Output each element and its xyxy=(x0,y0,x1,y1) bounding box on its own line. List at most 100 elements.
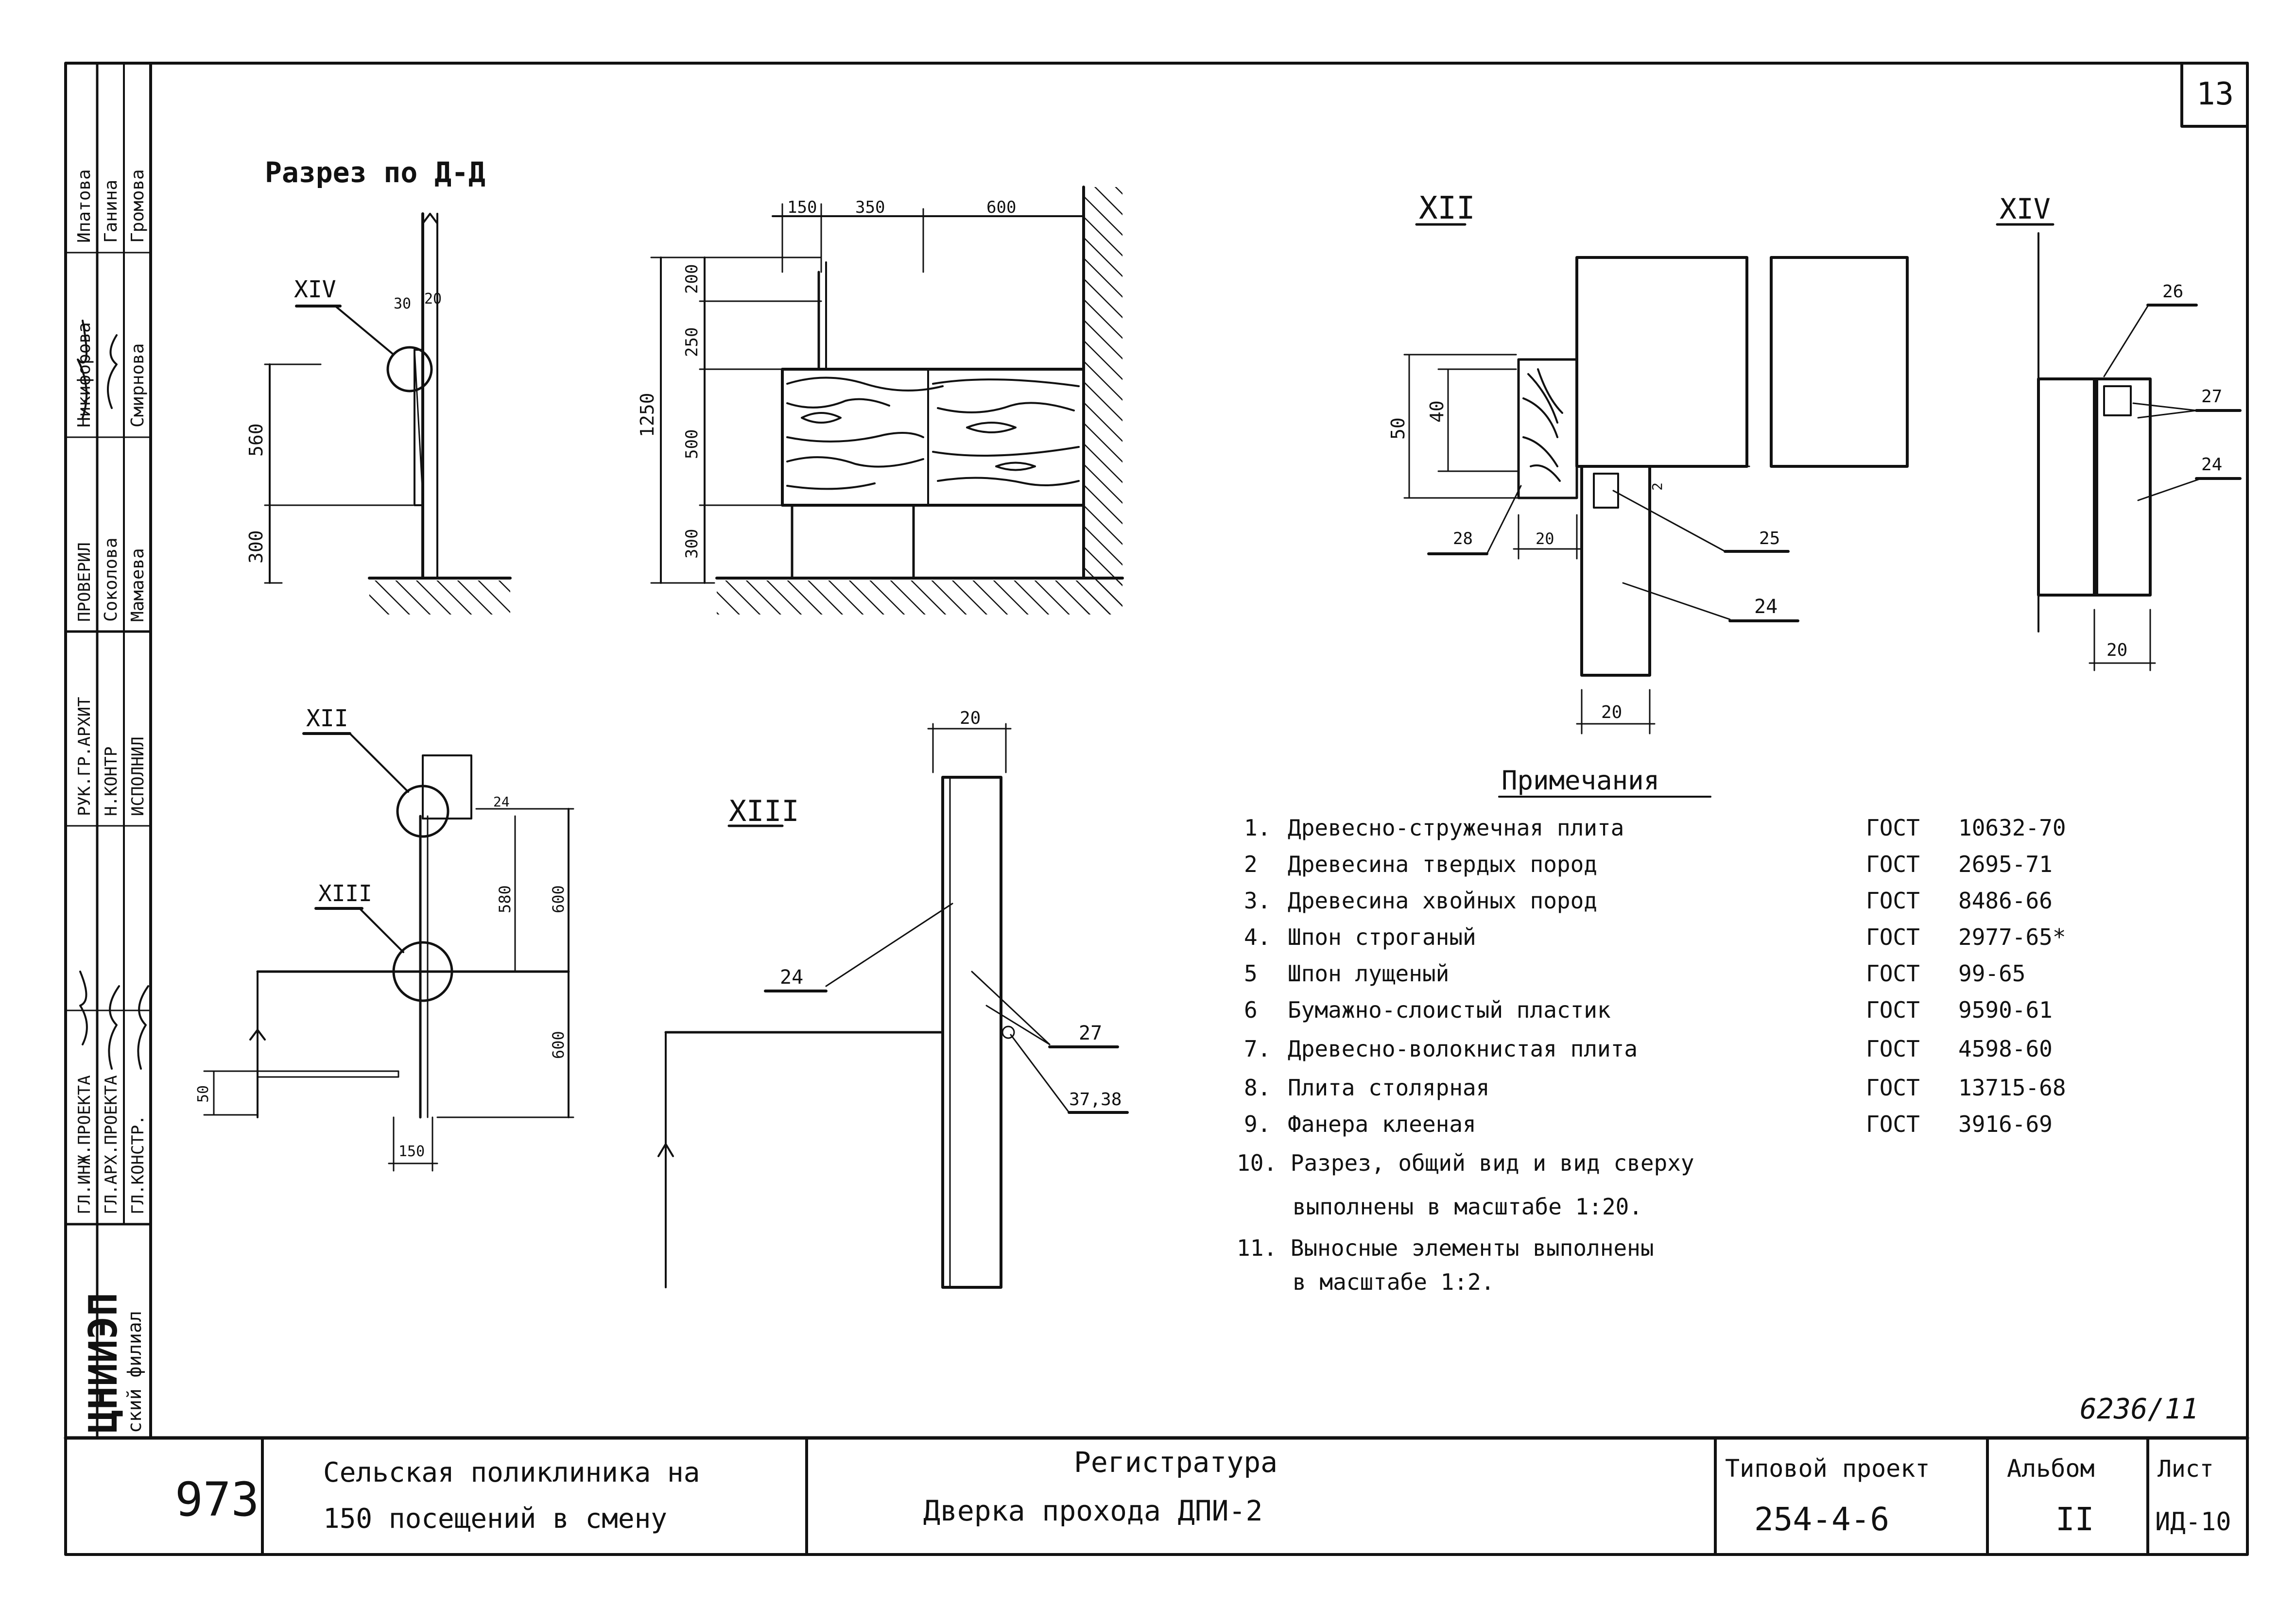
xiii-label-24: 24 xyxy=(780,966,803,989)
xii-dim-20b: 20 xyxy=(1601,702,1622,722)
dd-dim-300: 300 xyxy=(245,530,267,564)
plan-dim-580: 580 xyxy=(496,885,514,913)
note-std: ГОСТ xyxy=(1866,1111,1920,1137)
note-10-line2: выполнены в масштабе 1:20. xyxy=(1293,1194,1642,1220)
note-std: ГОСТ xyxy=(1866,815,1920,841)
project-name-line2: 150 посещений в смену xyxy=(323,1503,667,1535)
type-project-label: Типовой проект xyxy=(1725,1454,1930,1483)
note-num: 7. xyxy=(1244,1036,1271,1062)
project-name-line1: Сельская поликлиника на xyxy=(323,1457,700,1488)
note-std: ГОСТ xyxy=(1866,1036,1920,1062)
elev-dim-250: 250 xyxy=(682,327,702,357)
wood-grain xyxy=(786,376,1080,490)
note-num: 6 xyxy=(1244,997,1258,1023)
title-block: 973 Сельская поликлиника на 150 посещени… xyxy=(175,1446,2231,1538)
xiii-label-27: 27 xyxy=(1079,1022,1102,1044)
xiii-label-3738: 37,38 xyxy=(1069,1090,1122,1110)
elev-dim-600: 600 xyxy=(986,198,1016,217)
note-std: ГОСТ xyxy=(1866,888,1920,914)
elevation-view: 150 350 600 1250 200 250 500 300 xyxy=(637,186,1124,615)
note-std: ГОСТ xyxy=(1866,851,1920,877)
xiv-dim-20: 20 xyxy=(2106,640,2127,660)
stamp-role-6: ИСПОЛНИЛ xyxy=(128,736,148,816)
plan-dim-50: 50 xyxy=(195,1085,212,1103)
stamp-name-7: Громова xyxy=(128,169,148,243)
note-std: ГОСТ xyxy=(1866,960,1920,987)
xiv-label-27: 27 xyxy=(2201,387,2222,407)
view-xii-title: XII xyxy=(1419,190,1475,226)
plan-dim-600a: 600 xyxy=(549,885,568,913)
note-code: 2977-65* xyxy=(1958,924,2066,950)
note-std: ГОСТ xyxy=(1866,1075,1920,1101)
drawing-name-line2: Дверка прохода ДПИ-2 xyxy=(923,1494,1262,1527)
note-num: 4. xyxy=(1244,924,1271,950)
notes-title: Примечания xyxy=(1502,765,1659,796)
stamp-role-1: ГЛ.ИНЖ.ПРОЕКТА xyxy=(75,1075,94,1214)
note-num: 8. xyxy=(1244,1075,1271,1101)
note-num: 1. xyxy=(1244,815,1271,841)
note-text: Бумажно-слоистый пластик xyxy=(1288,997,1611,1023)
view-xiv-title: XIV xyxy=(2000,192,2051,225)
elev-dim-200: 200 xyxy=(682,264,702,294)
plan-dim-24: 24 xyxy=(493,794,510,810)
note-11-line1: 11. Выносные элементы выполнены xyxy=(1237,1235,1654,1261)
note-text: Древесно-волокнистая плита xyxy=(1288,1036,1638,1062)
detail-xii: XII 50 40 28 20 25 2 24 xyxy=(1387,190,1909,735)
xii-label-24: 24 xyxy=(1754,596,1778,618)
xiv-label-26: 26 xyxy=(2162,282,2183,302)
elev-dim-350: 350 xyxy=(855,198,885,217)
stamp-name-6: Смирнова xyxy=(128,343,148,427)
elev-dim-500: 500 xyxy=(682,429,702,459)
dd-dim-30: 30 xyxy=(394,295,411,312)
elev-dim-1250: 1250 xyxy=(637,393,658,437)
sheet-label: Лист xyxy=(2158,1455,2214,1483)
type-project-value: 254-4-6 xyxy=(1754,1501,1889,1538)
stamp-role-3: ГЛ.КОНСТР. xyxy=(128,1115,148,1214)
note-text: Древесина хвойных пород xyxy=(1288,888,1597,914)
xii-label-28: 28 xyxy=(1453,529,1473,548)
note-num: 5 xyxy=(1244,960,1258,987)
dd-dim-20: 20 xyxy=(424,290,442,308)
note-std: ГОСТ xyxy=(1866,997,1920,1023)
sheet-frame xyxy=(64,62,2249,1556)
note-code: 8486-66 xyxy=(1958,888,2053,914)
plan-view: XII XIII 24 580 600 600 150 50 xyxy=(195,705,574,1172)
xii-dim-20a: 20 xyxy=(1536,530,1554,548)
stamp-name-2: Ганина xyxy=(101,180,121,243)
sheet-value: ИД-10 xyxy=(2155,1507,2231,1537)
sheet-reference: 6236/11 xyxy=(2080,1392,2198,1425)
page-number: 13 xyxy=(2196,76,2234,112)
elev-dim-150: 150 xyxy=(787,198,817,217)
note-11-line2: в масштабе 1:2. xyxy=(1293,1269,1494,1295)
xiii-dim-20: 20 xyxy=(960,708,981,728)
elev-dim-300: 300 xyxy=(682,529,702,559)
note-code: 2695-71 xyxy=(1958,851,2053,877)
note-text: Плита столярная xyxy=(1288,1075,1489,1101)
xiv-label-24: 24 xyxy=(2201,455,2222,475)
dd-dim-560: 560 xyxy=(245,423,267,457)
title-number: 973 xyxy=(175,1472,259,1527)
stamp-role-7: ПРОВЕРИЛ xyxy=(75,542,94,622)
section-dd-view: Разрез по Д-Д XIV 30 20 560 300 xyxy=(245,156,512,615)
detail-xiv: XIV 26 27 24 20 xyxy=(1996,192,2242,671)
side-stamp: ЦНИИЭП ский филиал ГЛ.ИНЖ.ПРОЕКТА ГЛ.АРХ… xyxy=(64,62,152,1439)
callout-xiv-label: XIV xyxy=(294,276,336,303)
note-code: 3916-69 xyxy=(1958,1111,2053,1137)
stamp-name-4: Соколова xyxy=(101,538,121,622)
note-code: 99-65 xyxy=(1958,960,2025,987)
plan-dim-150: 150 xyxy=(398,1143,425,1160)
album-value: II xyxy=(2055,1501,2094,1538)
xii-dim-40: 40 xyxy=(1426,400,1448,423)
note-text: Древесно-стружечная плита xyxy=(1288,815,1624,841)
note-num: 9. xyxy=(1244,1111,1271,1137)
note-num: 2 xyxy=(1244,851,1258,877)
note-code: 10632-70 xyxy=(1958,815,2066,841)
stamp-role-4: РУК.ГР.АРХИТ xyxy=(75,697,94,816)
note-std: ГОСТ xyxy=(1866,924,1920,950)
stamp-role-2: ГЛ.АРХ.ПРОЕКТА xyxy=(102,1075,121,1214)
stamp-name-1: Ипатова xyxy=(74,169,94,243)
note-text: Фанера клееная xyxy=(1288,1111,1476,1137)
drawing-name-line1: Регистратура xyxy=(1074,1446,1277,1479)
note-text: Шпон строганый xyxy=(1288,924,1476,950)
